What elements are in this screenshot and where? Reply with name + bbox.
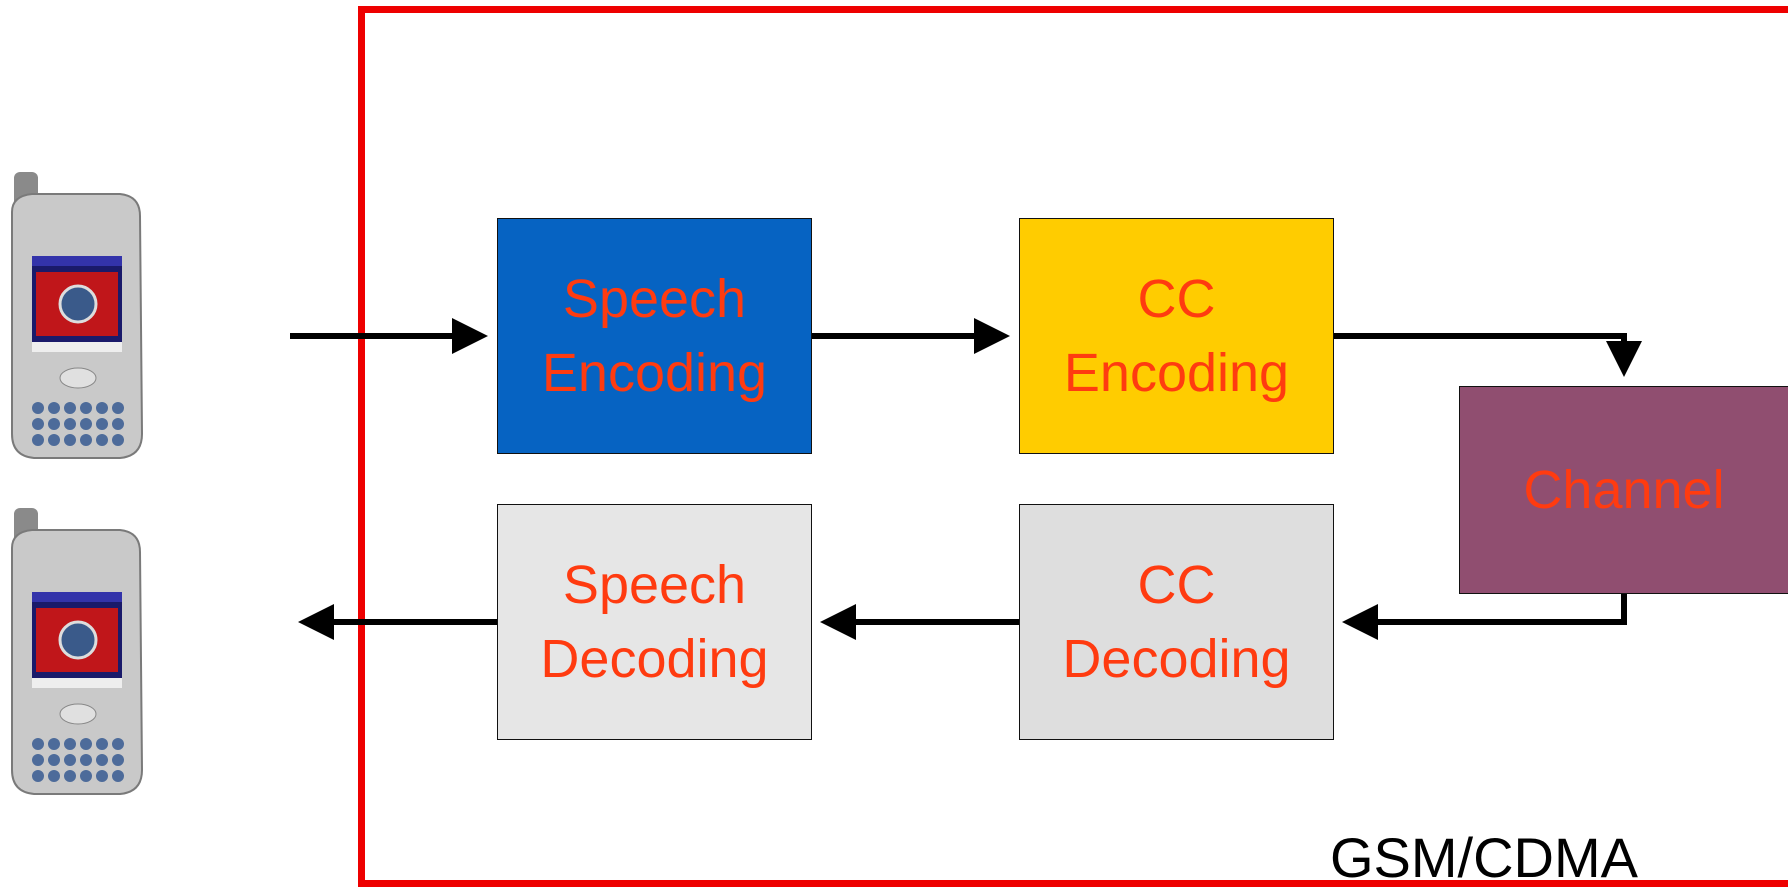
block-label: Decoding [540, 629, 769, 689]
mobile-phone-icon [11, 508, 144, 795]
cc-encoding-block: CC Encoding [1019, 218, 1334, 454]
block-label: Channel [1523, 460, 1725, 520]
mobile-phone-icon [11, 172, 144, 459]
block-label: Speech [562, 555, 747, 615]
speech-encoding-block: Speech Encoding [497, 218, 812, 454]
block-label: CC [1137, 269, 1216, 329]
block-label: Speech [562, 269, 747, 329]
block-label: Decoding [1062, 629, 1291, 689]
channel-block: Channel [1459, 386, 1788, 594]
arrow-cc-encoding-to-channel [1334, 333, 1642, 377]
system-label: GSM/CDMA [1330, 826, 1638, 889]
speech-decoding-block: Speech Decoding [497, 504, 812, 740]
arrow-channel-to-cc-decoding [1342, 594, 1627, 640]
block-label: Encoding [1063, 343, 1290, 403]
cc-decoding-block: CC Decoding [1019, 504, 1334, 740]
system-boundary [358, 6, 1788, 887]
block-label: CC [1137, 555, 1216, 615]
block-label: Encoding [541, 343, 768, 403]
